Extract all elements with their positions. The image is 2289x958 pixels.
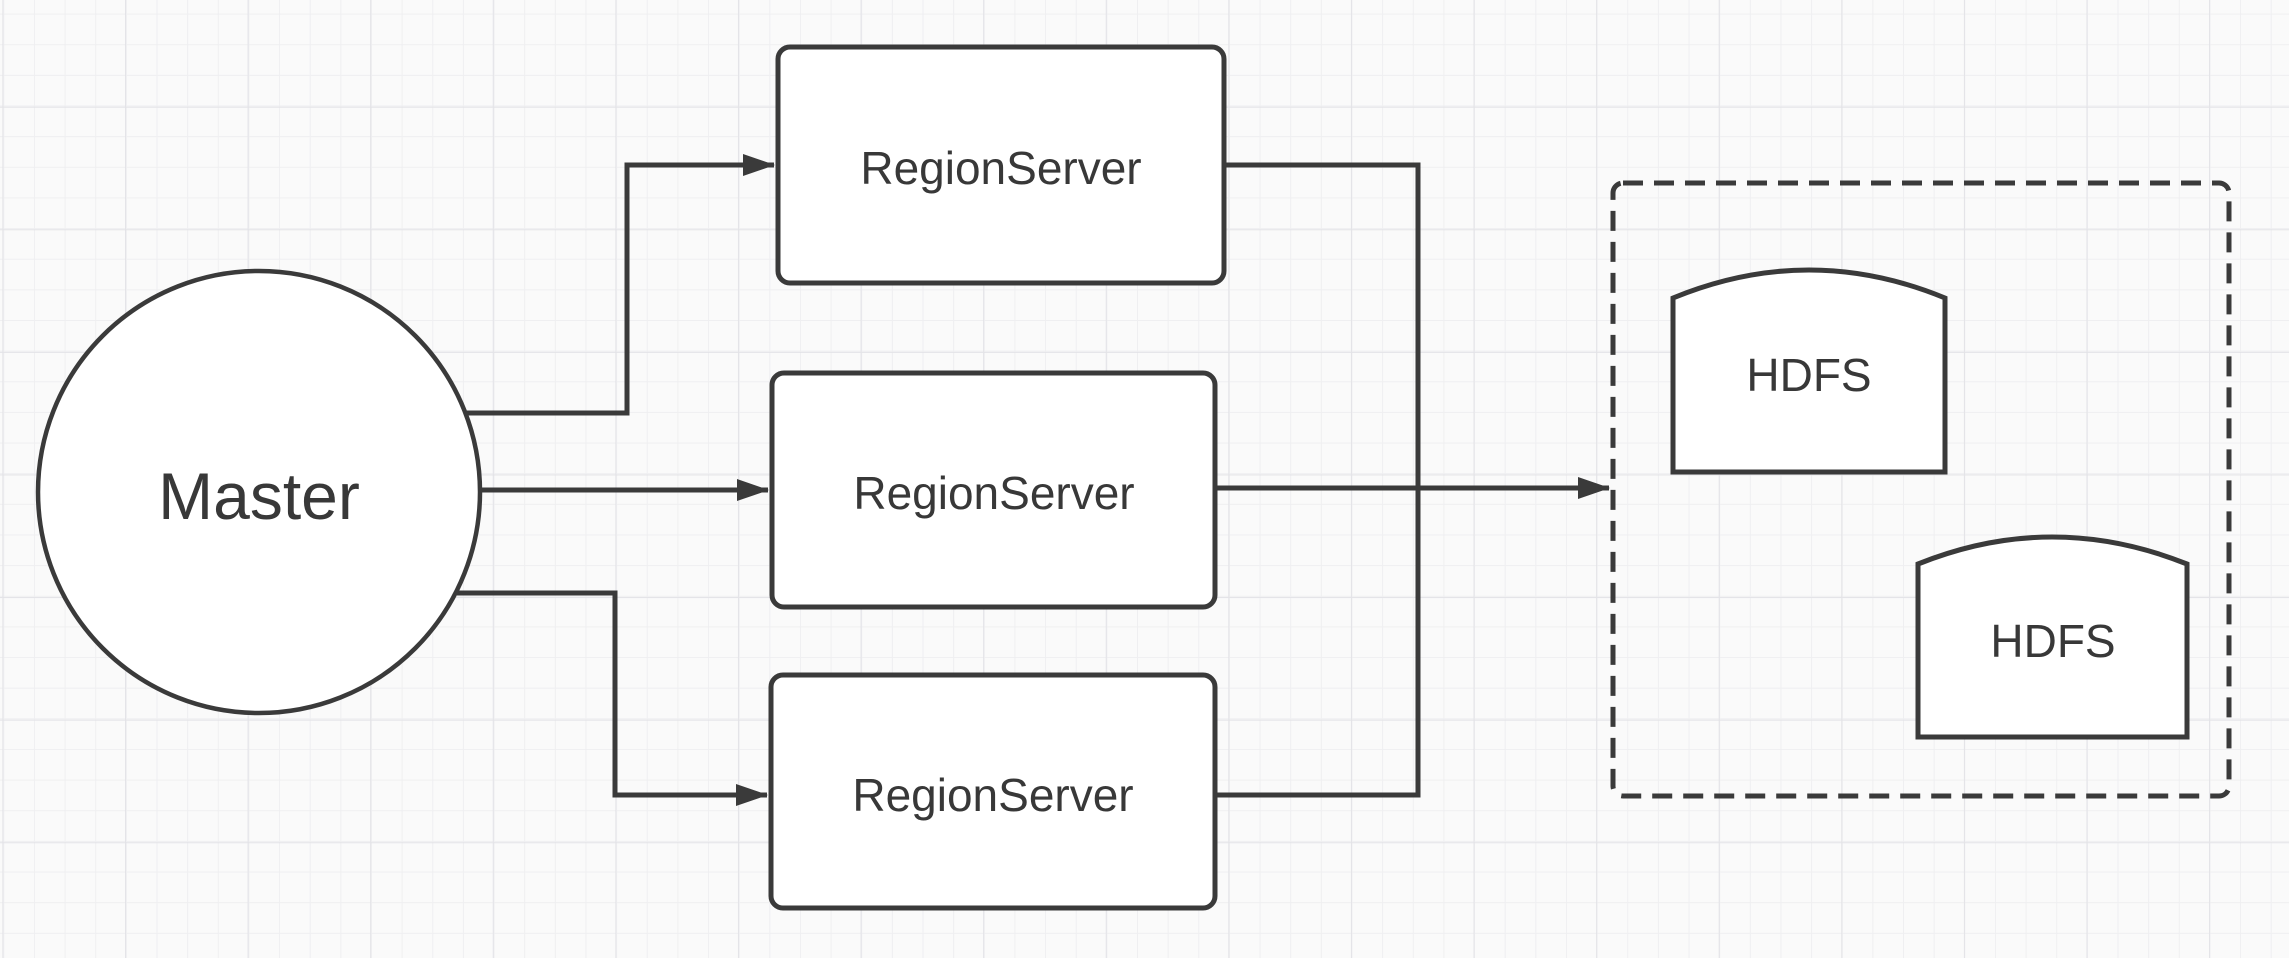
node-hdfs-1: HDFS: [1670, 267, 1948, 475]
regionserver-3-box-shape: [768, 672, 1218, 911]
regionserver-2-label: RegionServer: [853, 467, 1134, 519]
node-regionserver-1: RegionServer: [775, 44, 1227, 286]
edge-master-to-regionserver-1: [466, 154, 775, 416]
node-regionserver-3: RegionServer: [768, 672, 1218, 911]
master-circle-shape: [35, 268, 483, 716]
hdfs-2-label: HDFS: [1990, 615, 2115, 667]
hdfs-group-container: [1610, 180, 2232, 799]
master-label: Master: [158, 459, 360, 533]
hdfs-2-arched-shape: [1915, 534, 2190, 740]
edge-master-to-regionserver-3: [457, 590, 768, 806]
regionserver-3-label: RegionServer: [852, 769, 1133, 821]
regionserver-1-box-shape: [775, 44, 1227, 286]
node-master: Master: [35, 268, 483, 716]
regionserver-1-label: RegionServer: [860, 142, 1141, 194]
hdfs-1-arched-shape: [1670, 267, 1948, 475]
regionserver-2-box-shape: [769, 370, 1218, 610]
hdfs-1-label: HDFS: [1746, 349, 1871, 401]
edge-regionserver-1-3-trunk: [1215, 162, 1421, 798]
node-hdfs-2: HDFS: [1915, 534, 2190, 740]
node-regionserver-2: RegionServer: [769, 370, 1218, 610]
